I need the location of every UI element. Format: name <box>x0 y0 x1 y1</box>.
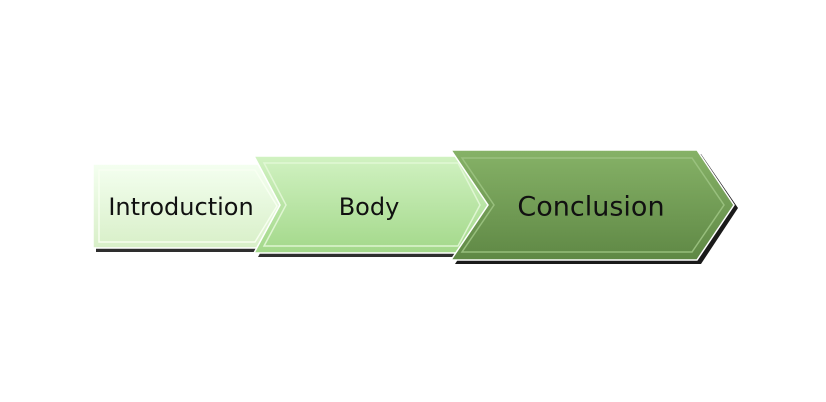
step-conclusion-label: Conclusion <box>517 192 664 223</box>
step-conclusion-bevel <box>460 157 725 253</box>
step-body-bevel <box>262 162 481 247</box>
step-conclusion: Conclusion <box>449 149 738 264</box>
step-introduction-bevel <box>98 169 278 243</box>
step-body-label: Body <box>339 193 400 221</box>
step-conclusion-shape <box>449 149 735 261</box>
step-body: Body <box>252 155 492 257</box>
step-introduction-label: Introduction <box>108 193 253 221</box>
step-introduction: Introduction <box>92 163 288 252</box>
